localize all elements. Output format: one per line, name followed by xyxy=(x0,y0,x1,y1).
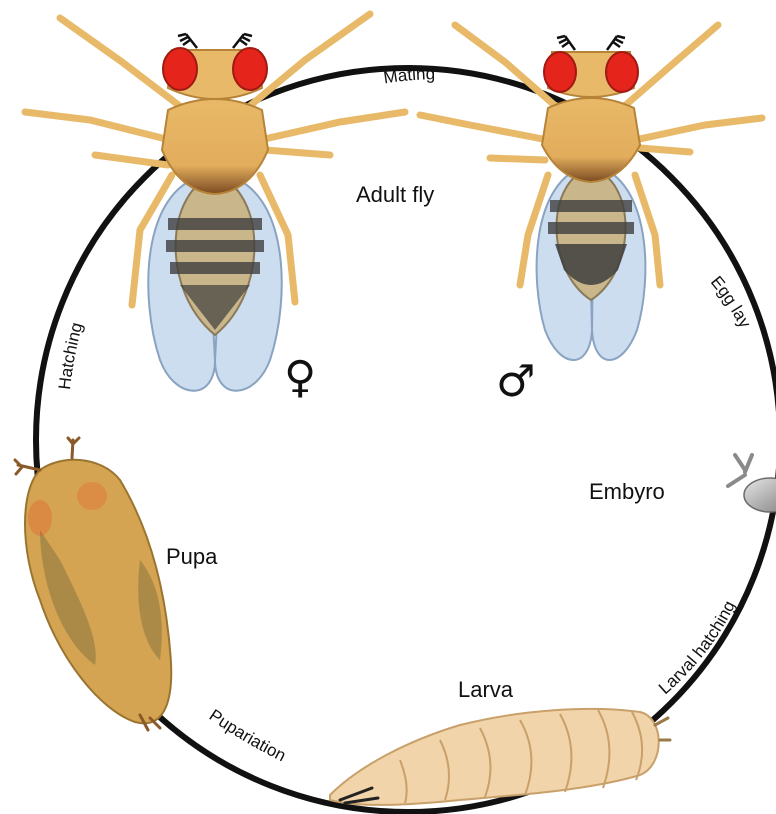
male-antennae xyxy=(557,36,625,50)
male-symbol: ♂ xyxy=(496,356,535,407)
male-abdomen-stripe xyxy=(550,200,632,212)
male-thorax xyxy=(542,98,640,182)
pupa-illustration xyxy=(15,438,171,730)
female-abdomen-stripe xyxy=(170,262,260,274)
adult-fly-label: Adult fly xyxy=(356,182,434,207)
female-symbol: ♀ xyxy=(284,352,316,403)
male-eye-right xyxy=(606,52,638,92)
pupariation-transition-label: Pupariation xyxy=(206,706,289,766)
female-eye-right xyxy=(233,48,267,90)
pupa-label: Pupa xyxy=(166,544,218,569)
male-abdomen-stripe xyxy=(548,222,634,234)
female-abdomen-stripe xyxy=(168,218,262,230)
female-antennae xyxy=(178,34,252,48)
larva-label: Larva xyxy=(458,677,514,702)
larval-hatching-transition-label: Larval hatching xyxy=(655,598,739,698)
embryo-illustration xyxy=(728,455,776,512)
female-eye-left xyxy=(163,48,197,90)
male-eye-left xyxy=(544,52,576,92)
larva-illustration xyxy=(330,709,670,805)
hatching-transition-label: Hatching xyxy=(55,320,86,390)
mating-transition-label: Mating xyxy=(382,64,435,87)
female-abdomen-stripe xyxy=(166,240,264,252)
embryo-label: Embyro xyxy=(589,479,665,504)
female-thorax xyxy=(162,99,268,194)
